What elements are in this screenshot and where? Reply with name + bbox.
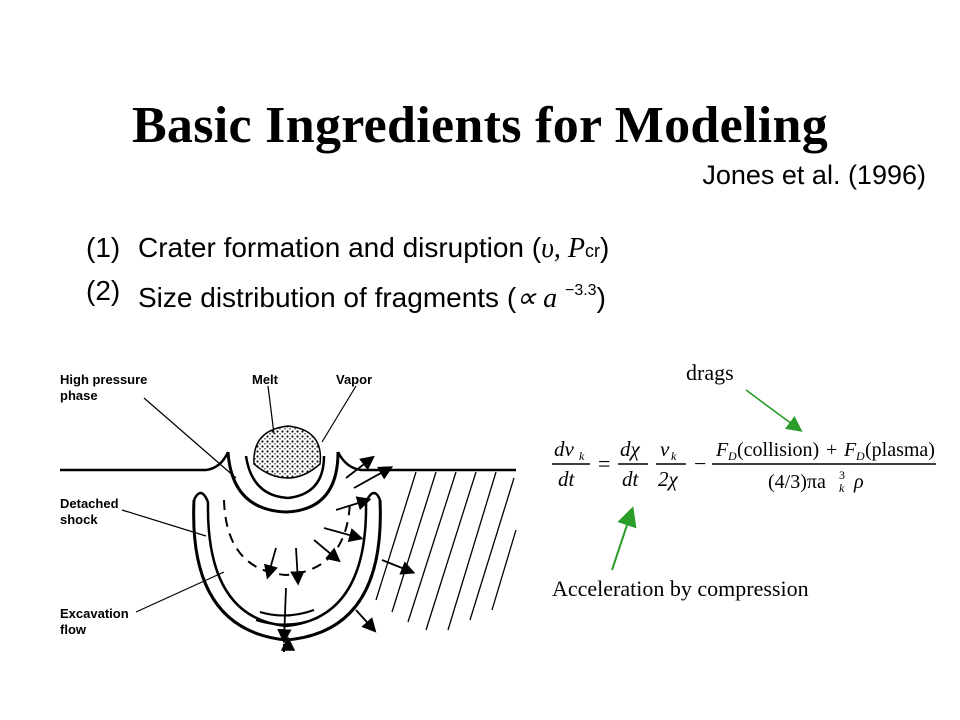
list-text: Crater formation and disruption (υ, Pcr) bbox=[138, 232, 610, 264]
list-item: (1) Crater formation and disruption (υ, … bbox=[86, 228, 609, 271]
label-high-pressure: High pressure phase bbox=[60, 372, 148, 403]
list-number: (1) bbox=[86, 232, 121, 263]
eq-lhs-den: dt bbox=[558, 467, 576, 491]
list-number: (2) bbox=[86, 275, 121, 306]
crater-diagram bbox=[60, 385, 517, 652]
svg-text:3: 3 bbox=[839, 468, 845, 482]
eq-drag-plasma: (plasma) bbox=[865, 439, 935, 461]
list-item: (2) Size distribution of fragments (∝ a … bbox=[86, 271, 609, 319]
eq-drag-den: (4/3)πa bbox=[768, 471, 826, 493]
flow-arrows bbox=[264, 455, 416, 651]
melt-bowl-outer bbox=[226, 451, 340, 514]
svg-text:F: F bbox=[843, 439, 857, 461]
list-text: Size distribution of fragments (∝ a −3.3… bbox=[138, 282, 606, 314]
svg-text:+: + bbox=[826, 439, 837, 461]
citation: Jones et al. (1996) bbox=[702, 160, 926, 190]
svg-text:D: D bbox=[727, 449, 737, 463]
label-vapor: Vapor bbox=[336, 372, 373, 387]
acceleration-arrow bbox=[611, 506, 637, 571]
label-detached-shock: Detached shock bbox=[60, 496, 119, 527]
eq-chi-den: dt bbox=[622, 467, 640, 491]
vapor-blob bbox=[253, 425, 322, 479]
drags-arrow bbox=[745, 389, 803, 432]
label-melt: Melt bbox=[252, 372, 278, 387]
label-drags: drags bbox=[686, 360, 734, 385]
svg-text:k: k bbox=[671, 449, 677, 463]
svg-text:D: D bbox=[855, 449, 865, 463]
label-acceleration: Acceleration by compression bbox=[552, 576, 809, 601]
svg-text:=: = bbox=[598, 451, 610, 476]
svg-text:F: F bbox=[715, 439, 729, 461]
ingredient-list: (1) Crater formation and disruption (υ, … bbox=[86, 228, 609, 319]
eq-lhs-num: dv bbox=[554, 437, 575, 461]
slide-title: Basic Ingredients for Modeling bbox=[131, 97, 829, 154]
svg-text:−: − bbox=[694, 451, 706, 476]
eq-chi-num: dχ bbox=[620, 437, 641, 461]
svg-text:ρ: ρ bbox=[853, 471, 864, 493]
crater-figure: High pressure phase Melt Vapor Detached … bbox=[56, 360, 526, 665]
eq-drag-collision: (collision) bbox=[737, 439, 819, 461]
equation: dv k dt = dχ dt v k 2χ − F D (collision)… bbox=[548, 430, 948, 515]
svg-text:k: k bbox=[579, 449, 585, 463]
dashed-shock bbox=[223, 499, 351, 577]
eq-v-den: 2χ bbox=[658, 467, 679, 491]
ground-line-left bbox=[60, 451, 230, 472]
eq-v-num: v bbox=[660, 437, 670, 461]
svg-text:k: k bbox=[839, 481, 845, 495]
leader-lines bbox=[121, 385, 357, 613]
label-excavation-flow: Excavation flow bbox=[60, 606, 129, 637]
hatching bbox=[375, 471, 517, 631]
equation-svg: dv k dt = dχ dt v k 2χ − F D (collision)… bbox=[552, 437, 936, 495]
